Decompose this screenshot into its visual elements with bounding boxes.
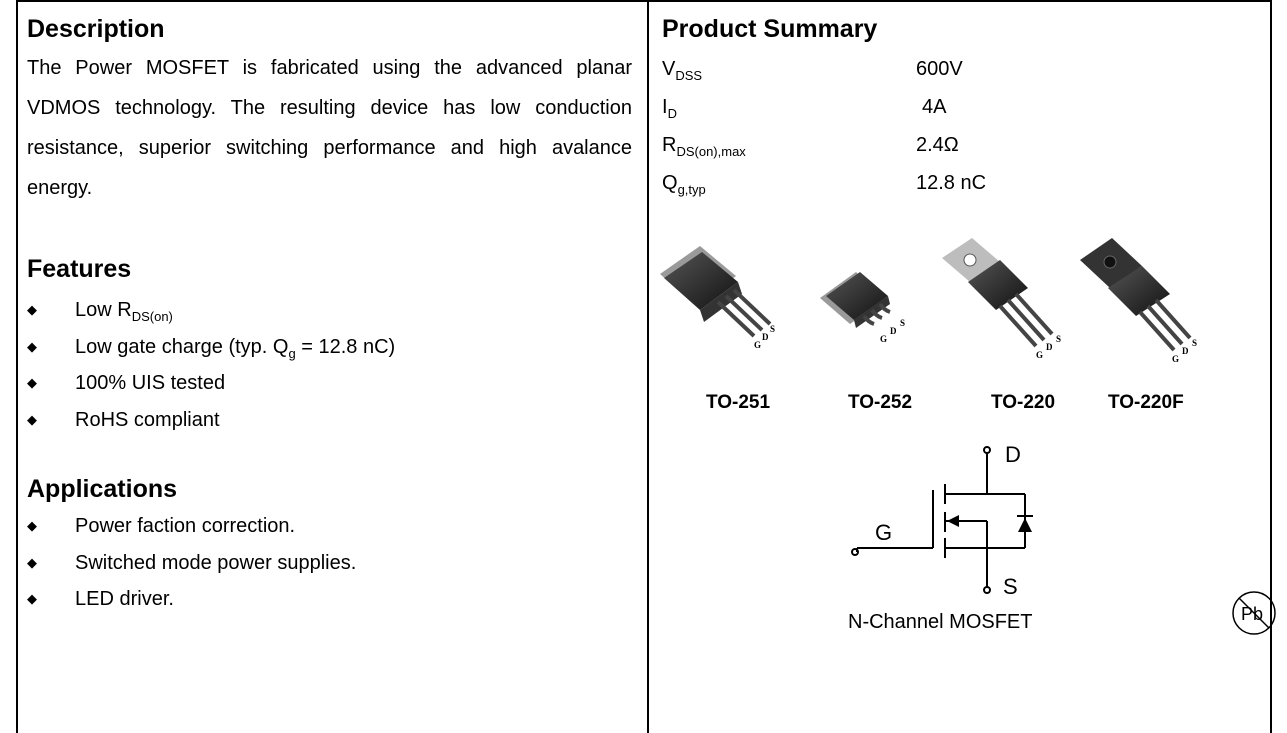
feature-item: ◆Low gate charge (typ. Qg = 12.8 nC): [27, 329, 632, 366]
diamond-bullet-icon: ◆: [27, 518, 37, 533]
svg-text:G: G: [875, 520, 892, 545]
svg-text:G: G: [1036, 350, 1043, 360]
package-label-to251: TO-251: [706, 392, 771, 413]
summary-heading: Product Summary: [662, 15, 878, 43]
svg-text:G: G: [880, 334, 887, 344]
svg-text:Pb: Pb: [1241, 604, 1263, 624]
package-label-to252: TO-252: [848, 392, 913, 413]
diamond-bullet-icon: ◆: [27, 302, 37, 317]
diamond-bullet-icon: ◆: [27, 375, 37, 390]
application-item: ◆Power faction correction.: [27, 508, 632, 545]
to252-package-image: G D S: [820, 272, 905, 344]
applications-list: ◆Power faction correction. ◆Switched mod…: [27, 508, 632, 618]
diamond-bullet-icon: ◆: [27, 554, 37, 570]
feature-item: ◆RoHS compliant: [27, 402, 632, 439]
svg-text:D: D: [890, 326, 897, 336]
left-column: Description The Power MOSFET is fabricat…: [27, 12, 632, 618]
package-label-to220: TO-220: [991, 392, 1056, 413]
column-divider: [647, 0, 649, 733]
application-item: ◆Switched mode power supplies.: [27, 545, 632, 582]
to220f-package-image: G D S: [1080, 238, 1197, 364]
svg-text:D: D: [762, 332, 769, 342]
svg-text:D: D: [1182, 346, 1189, 356]
package-images: G D S G D S G D S G D S: [660, 238, 1197, 364]
svg-text:G: G: [754, 340, 761, 350]
svg-text:S: S: [1003, 574, 1018, 599]
svg-text:S: S: [1192, 338, 1197, 348]
description-text: The Power MOSFET is fabricated using the…: [27, 57, 632, 199]
svg-text:D: D: [1046, 342, 1053, 352]
feature-item: ◆100% UIS tested: [27, 365, 632, 402]
svg-text:D: D: [1005, 442, 1021, 467]
n-channel-mosfet-symbol: D G S: [851, 442, 1033, 599]
description-heading: Description: [27, 15, 165, 43]
to251-package-image: G D S: [660, 246, 775, 350]
to220-package-image: G D S: [942, 238, 1061, 360]
page-frame: [16, 0, 1272, 733]
features-heading: Features: [27, 255, 132, 283]
svg-text:S: S: [900, 318, 905, 328]
schematic-caption: N-Channel MOSFET: [848, 611, 1033, 633]
applications-heading: Applications: [27, 475, 178, 503]
applications-section: Applications ◆Power faction correction. …: [27, 472, 632, 618]
pb-free-icon: Pb: [1232, 591, 1276, 635]
package-label-to220f: TO-220F: [1108, 392, 1184, 413]
features-list: ◆Low RDS(on) ◆Low gate charge (typ. Qg =…: [27, 292, 632, 438]
diamond-bullet-icon: ◆: [27, 411, 37, 427]
application-item: ◆LED driver.: [27, 581, 632, 618]
feature-item: ◆Low RDS(on): [27, 292, 632, 329]
diamond-bullet-icon: ◆: [27, 338, 37, 354]
svg-text:S: S: [770, 324, 775, 334]
features-section: Features ◆Low RDS(on) ◆Low gate charge (…: [27, 252, 632, 438]
svg-text:G: G: [1172, 354, 1179, 364]
diamond-bullet-icon: ◆: [27, 591, 37, 606]
svg-text:S: S: [1056, 334, 1061, 344]
